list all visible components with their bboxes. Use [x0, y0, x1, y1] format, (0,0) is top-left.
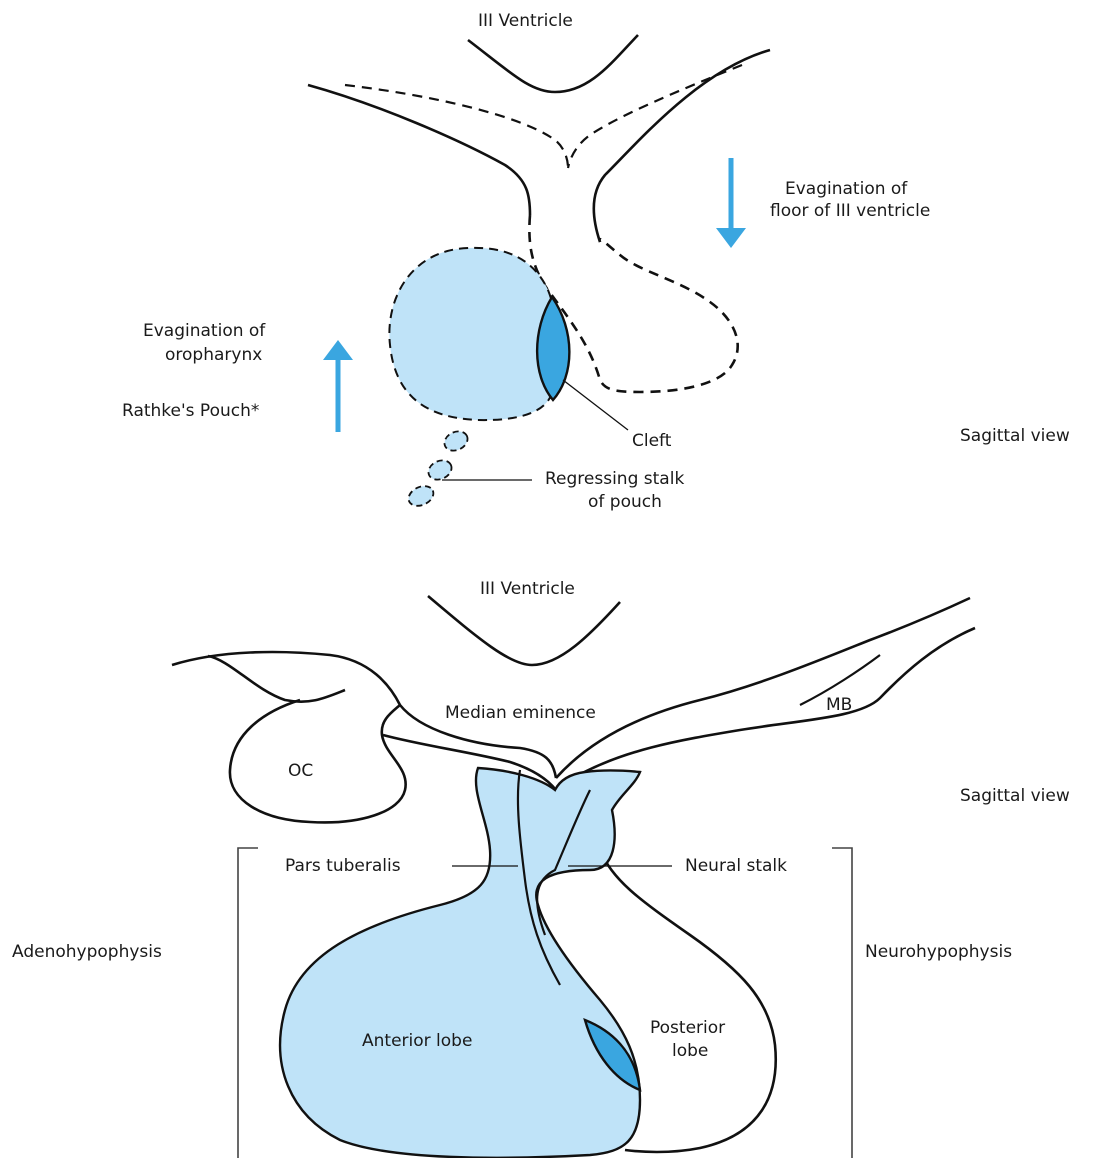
top-stalk-vesicle-3	[405, 482, 436, 509]
top-ventricle-label: III Ventricle	[478, 10, 573, 32]
top-view-label: Sagittal view	[960, 425, 1070, 447]
top-stalk-vesicle-1	[441, 428, 470, 454]
neurohypophysis-label: Neurohypophysis	[865, 941, 1012, 963]
bottom-right-upper-wall	[556, 598, 970, 778]
top-evagination-oropharynx-line1: Evagination of	[143, 320, 265, 342]
bottom-ventricle-outline	[428, 596, 620, 665]
oc-label: OC	[288, 760, 313, 782]
top-down-arrow	[716, 158, 746, 248]
top-stalk-label-line1: Regressing stalk	[545, 468, 684, 490]
top-up-arrow	[323, 340, 353, 432]
neurohypophysis-bracket	[832, 848, 852, 1158]
top-right-inner-dashed	[568, 65, 742, 168]
top-evagination-oropharynx-line2: oropharynx	[165, 344, 262, 366]
median-eminence-label: Median eminence	[445, 702, 596, 724]
top-stalk-label-line2: of pouch	[588, 491, 662, 513]
mb-label: MB	[826, 694, 852, 716]
bottom-right-mb-wall	[570, 628, 975, 780]
top-stalk-vesicle-2	[425, 457, 454, 483]
pars-tuberalis-label: Pars tuberalis	[285, 855, 401, 877]
adenohypophysis-label: Adenohypophysis	[12, 941, 162, 963]
top-ventricle-outline	[468, 35, 638, 92]
top-rathke-pouch-label: Rathke's Pouch*	[122, 400, 259, 422]
top-left-outer-wall	[308, 85, 530, 215]
neural-stalk-label: Neural stalk	[685, 855, 787, 877]
posterior-lobe-line1: Posterior	[650, 1017, 725, 1039]
top-evagination-floor-line2: floor of III ventricle	[770, 200, 930, 222]
anterior-lobe-label: Anterior lobe	[362, 1030, 472, 1052]
bottom-oc-shape	[230, 700, 406, 822]
adenohypophysis-bracket	[238, 848, 258, 1158]
top-cleft-label: Cleft	[632, 430, 671, 452]
top-cleft-leader	[563, 380, 628, 430]
bottom-adenohypophysis-shape	[280, 768, 640, 1158]
top-evagination-floor-line1: Evagination of	[785, 178, 907, 200]
bottom-view-label: Sagittal view	[960, 785, 1070, 807]
top-right-outer-wall	[594, 50, 770, 242]
posterior-lobe-line2: lobe	[672, 1040, 708, 1062]
bottom-left-inner-wall	[208, 656, 345, 702]
bottom-ventricle-label: III Ventricle	[480, 578, 575, 600]
top-left-inner-dashed	[345, 85, 568, 168]
top-rathke-pouch	[389, 248, 557, 420]
